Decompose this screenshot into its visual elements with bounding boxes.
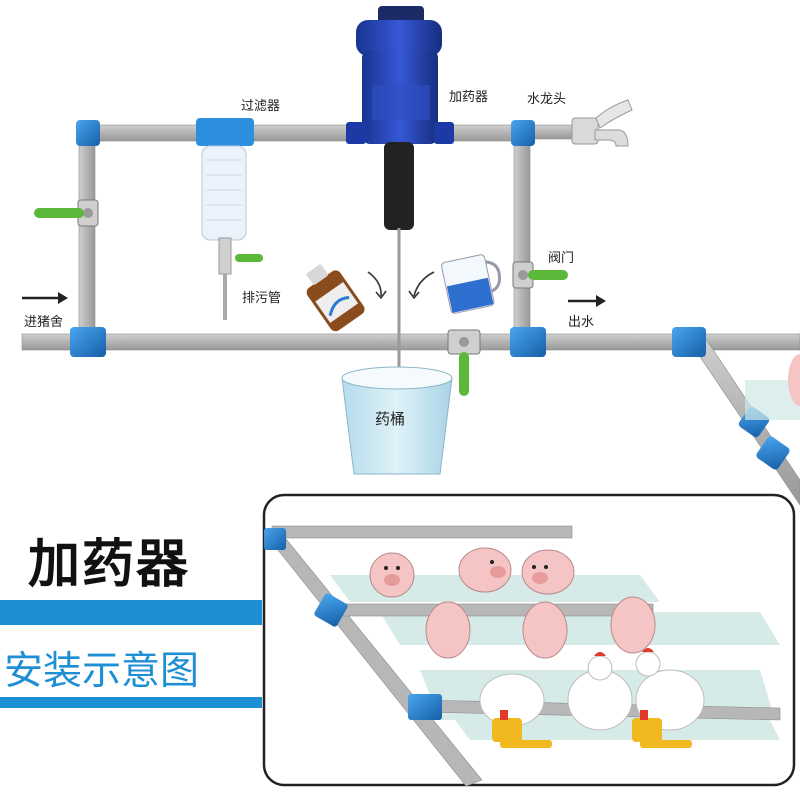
page-title: 加药器	[28, 535, 191, 595]
label-filter: 过滤器	[241, 99, 281, 114]
arrow-right-icon	[568, 295, 606, 307]
pig-icon	[788, 354, 800, 406]
chicken-group	[479, 651, 705, 731]
label-bucket: 药桶	[375, 410, 406, 428]
ball-valve-bottom	[447, 329, 481, 396]
ball-valve-left	[34, 199, 99, 227]
medicine-bucket-icon	[341, 366, 453, 475]
feeder-cups	[492, 718, 692, 748]
label-doser: 加药器	[449, 90, 489, 105]
measuring-cup-icon	[441, 254, 502, 314]
ball-valve-right	[512, 261, 568, 289]
label-inlet: 进猪舍	[24, 315, 64, 330]
farm-inset	[262, 493, 796, 787]
label-outlet: 出水	[568, 315, 595, 330]
pipe-fittings	[70, 120, 790, 470]
arrow-right-icon	[22, 292, 68, 304]
subtitle-panel	[0, 625, 262, 697]
label-drain: 排污管	[242, 291, 282, 306]
label-valve: 阀门	[548, 251, 575, 266]
chemical-bottle-icon	[306, 264, 365, 332]
label-faucet: 水龙头	[527, 92, 567, 107]
pig-group	[369, 547, 656, 659]
curved-arrow-icon	[367, 271, 435, 300]
doser-icon	[346, 6, 454, 382]
page-subtitle: 安装示意图	[4, 649, 200, 694]
faucet-icon	[571, 99, 633, 147]
filter-icon	[196, 118, 263, 320]
